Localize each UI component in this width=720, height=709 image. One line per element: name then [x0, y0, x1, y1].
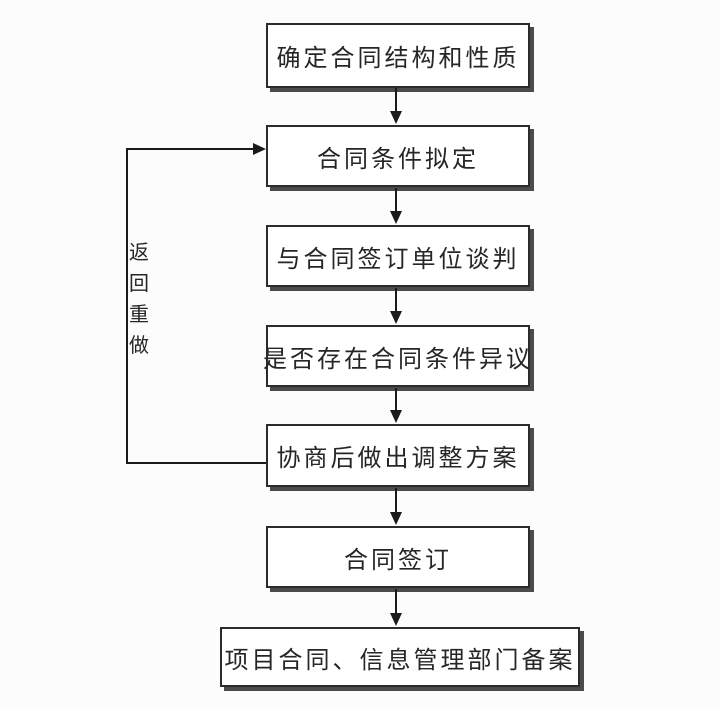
feedback-line-bottom — [126, 462, 266, 464]
arrow-shaft — [395, 188, 397, 213]
arrow-down-icon — [390, 589, 402, 626]
feedback-loop-label: 返回重做 — [129, 242, 149, 357]
feedback-line-vertical — [126, 148, 128, 464]
flow-node-negotiate-with-signing-unit: 与合同签订单位谈判 — [266, 225, 530, 287]
flow-node-contract-signing: 合同签订 — [266, 526, 530, 588]
arrow-down-icon — [390, 288, 402, 324]
arrow-shaft — [395, 388, 397, 412]
flow-node-draft-contract-conditions: 合同条件拟定 — [266, 125, 530, 187]
arrowhead-down-icon — [390, 410, 402, 423]
arrowhead-down-icon — [390, 211, 402, 224]
arrowhead-right-icon — [253, 143, 266, 155]
flow-node-determine-contract-structure: 确定合同结构和性质 — [266, 23, 530, 88]
arrowhead-down-icon — [390, 111, 402, 124]
flow-node-condition-objection-check: 是否存在合同条件异议 — [263, 325, 530, 387]
arrow-shaft — [395, 288, 397, 313]
arrow-down-icon — [390, 188, 402, 224]
arrowhead-down-icon — [390, 512, 402, 525]
arrow-down-icon — [390, 388, 402, 423]
feedback-line-top — [126, 148, 253, 150]
arrow-shaft — [395, 488, 397, 514]
arrowhead-down-icon — [390, 613, 402, 626]
arrow-down-icon — [390, 88, 402, 124]
arrowhead-down-icon — [390, 311, 402, 324]
flow-node-filing-with-departments: 项目合同、信息管理部门备案 — [220, 627, 580, 687]
arrow-shaft — [395, 88, 397, 113]
arrow-shaft — [395, 589, 397, 615]
flow-node-adjustment-plan: 协商后做出调整方案 — [266, 424, 530, 487]
arrow-down-icon — [390, 488, 402, 525]
